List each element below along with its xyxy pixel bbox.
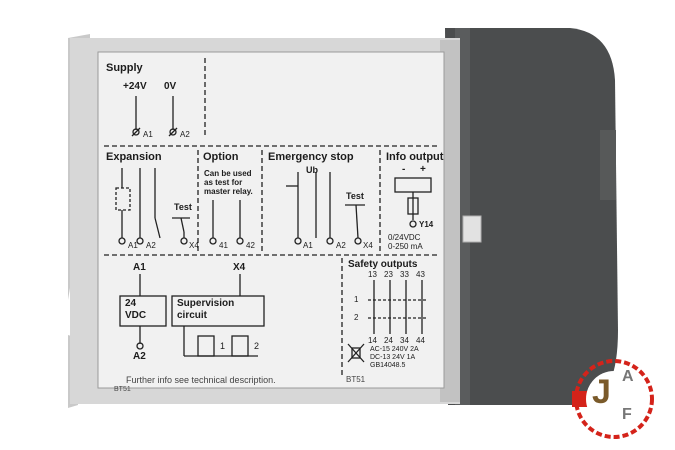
relay-k1-label: 1 [220, 341, 226, 351]
info-title: Info output [386, 151, 444, 163]
safety-terminal-33: 33 [400, 270, 409, 279]
safety-spec-standard: GB14048.5 [370, 362, 406, 369]
info-spec-current: 0-250 mA [388, 242, 423, 251]
supply-terminal-a2: A2 [180, 130, 190, 139]
safety-terminal-34: 34 [400, 336, 409, 345]
estop-terminal-a2: A2 [336, 241, 346, 250]
estop-terminal-x4: X4 [363, 241, 373, 250]
supply-zero-label: 0V [164, 81, 177, 92]
estop-test-label: Test [346, 191, 364, 201]
expansion-terminal-a1: A1 [128, 241, 138, 250]
estop-ub-label: Ub [306, 165, 318, 175]
option-terminal-42: 42 [246, 241, 255, 250]
supply-plus-label: +24V [123, 81, 147, 92]
logo-letter-a: A [622, 368, 634, 385]
logo-letter-f: F [622, 406, 632, 423]
expansion-terminal-a2: A2 [146, 241, 156, 250]
estop-title: Emergency stop [268, 151, 354, 163]
safety-contacts [368, 280, 428, 334]
expansion-terminal-x4: X4 [189, 241, 199, 250]
psu-label-vdc: VDC [125, 310, 147, 321]
relay-k2-label: 2 [254, 341, 260, 351]
safety-terminal-43: 43 [416, 270, 425, 279]
option-terminal-41: 41 [219, 241, 228, 250]
option-note: Can be used as test for master relay. [204, 169, 253, 196]
circuit-a2-label: A2 [133, 351, 146, 362]
safety-row-2: 2 [354, 313, 359, 322]
rear-casing [445, 28, 618, 405]
footer-note: Further info see technical description. [126, 375, 276, 385]
jaf-watermark-logo: J A F [570, 355, 670, 445]
supervision-circuit-label: circuit [177, 310, 208, 321]
supply-terminal-a1: A1 [143, 130, 153, 139]
safety-terminal-44: 44 [416, 336, 425, 345]
safety-spec-dc: DC-13 24V 1A [370, 354, 416, 361]
option-title: Option [203, 151, 239, 163]
safety-terminal-23: 23 [384, 270, 393, 279]
safety-terminal-14: 14 [368, 336, 377, 345]
footer-model-left: BT51 [114, 386, 131, 393]
info-plus-label: + [420, 164, 426, 175]
logo-letter-j: J [592, 373, 611, 411]
circuit-a1-label: A1 [133, 262, 146, 273]
supervision-label: Supervision [177, 298, 235, 309]
expansion-title: Expansion [106, 151, 162, 163]
estop-terminal-a1: A1 [303, 241, 313, 250]
info-minus-label: - [402, 164, 406, 175]
psu-label-24: 24 [125, 298, 137, 309]
info-terminal-y14: Y14 [419, 220, 434, 229]
supply-title: Supply [106, 62, 143, 74]
safety-title: Safety outputs [348, 259, 418, 270]
footer-model-right: BT51 [346, 375, 366, 384]
safety-terminal-13: 13 [368, 270, 377, 279]
info-spec-voltage: 0/24VDC [388, 233, 421, 242]
safety-terminal-24: 24 [384, 336, 393, 345]
circuit-x4-label: X4 [233, 262, 246, 273]
safety-spec-ac: AC-15 240V 2A [370, 346, 419, 353]
expansion-test-label: Test [174, 202, 192, 212]
side-clip [462, 215, 482, 243]
safety-row-1: 1 [354, 295, 359, 304]
